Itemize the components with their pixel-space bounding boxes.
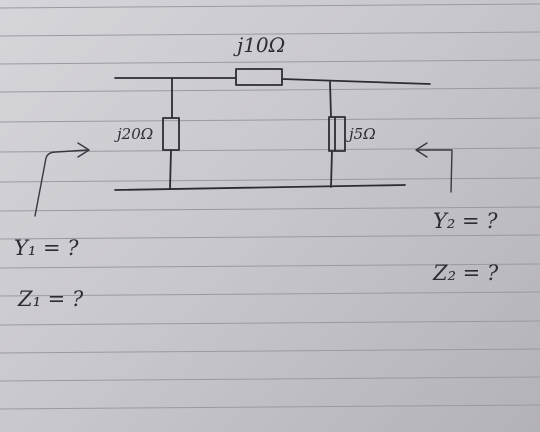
ruled-line [0, 87, 540, 93]
series-impedance-label: j10Ω [233, 33, 285, 57]
ruled-line [0, 376, 540, 382]
port2-impedance-query: Z₂ = ? [432, 261, 499, 285]
top-wire-right [281, 78, 431, 85]
ruled-line [0, 147, 540, 153]
left-shunt-wire-bottom [169, 149, 172, 190]
right-shunt-impedance-box [328, 116, 346, 152]
ruled-line [0, 3, 540, 9]
ruled-line [0, 59, 540, 65]
ruled-lines [0, 3, 540, 410]
ruled-line [0, 263, 540, 269]
series-impedance-box [235, 68, 283, 86]
ruled-line [0, 206, 540, 212]
ruled-line [0, 320, 540, 326]
right-shunt-wire-bottom [330, 150, 333, 188]
ruled-line [0, 234, 540, 240]
ruled-line [0, 177, 540, 183]
port1-arrow-icon [34, 142, 90, 217]
right-shunt-impedance-label: j5Ω [346, 125, 376, 143]
ruled-line [0, 404, 540, 410]
ruled-line [0, 117, 540, 123]
ruled-line [0, 291, 540, 297]
port1-impedance-query: Z₁ = ? [17, 287, 84, 311]
left-shunt-impedance-label: j20Ω [114, 125, 153, 143]
ruled-line [0, 31, 540, 37]
right-shunt-wire-top [329, 81, 332, 118]
left-shunt-impedance-box [162, 117, 180, 151]
port2-admittance-query: Y₂ = ? [433, 209, 498, 233]
port2-arrow-icon [415, 142, 453, 193]
bottom-wire [114, 184, 406, 191]
port1-admittance-query: Y₁ = ? [14, 236, 79, 260]
ruled-line [0, 348, 540, 354]
